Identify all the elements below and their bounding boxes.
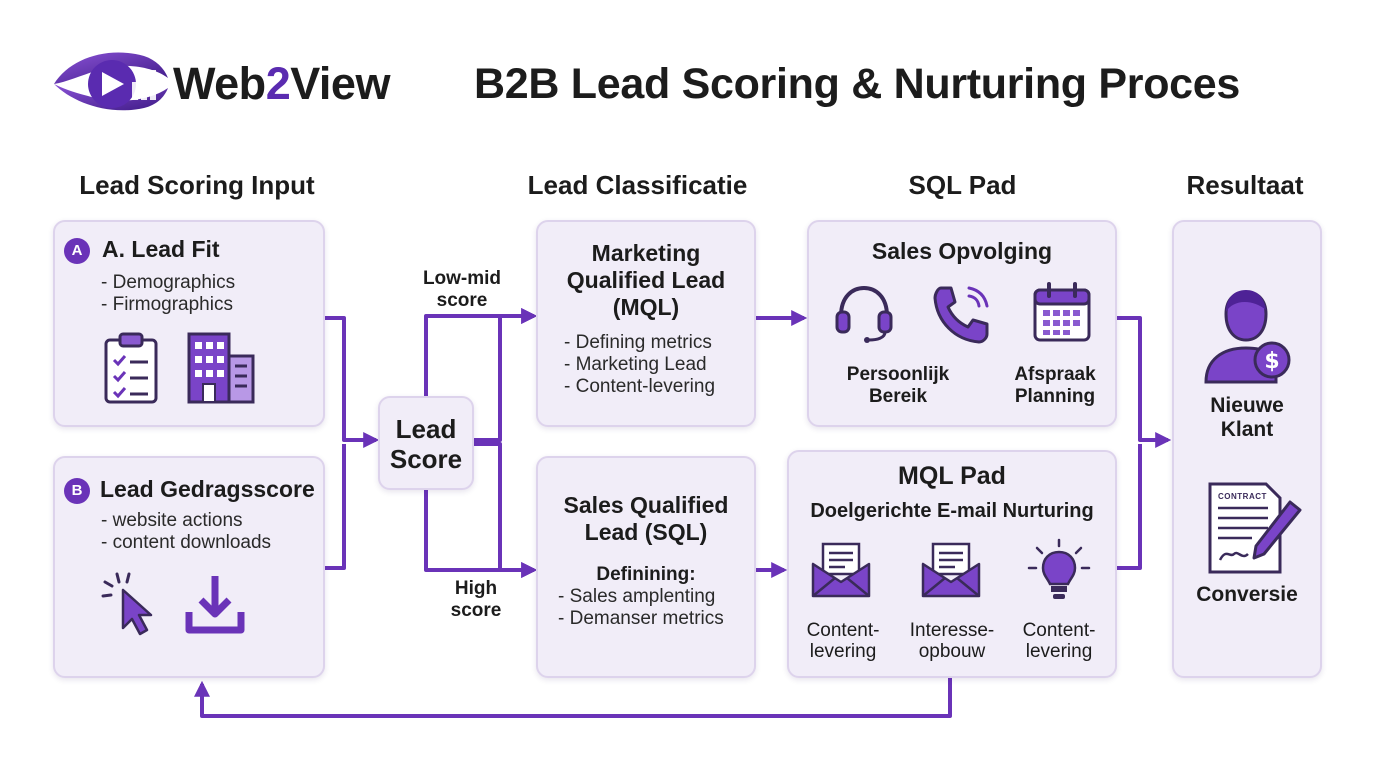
lead-behavior-item: - website actions [101,510,243,531]
connector-sales-to-result [1117,316,1172,448]
sales-followup-title: Sales Opvolging [871,238,1053,264]
lead-fit-item: - Demographics [101,272,236,293]
download-icon [185,576,245,634]
office-building-icon [187,332,255,404]
lead-fit-item: - Firmographics [101,294,233,315]
connector-fit-to-score [324,316,380,448]
page-title: B2B Lead Scoring & Nurturing Proces [474,60,1241,108]
contract-icon [1208,482,1302,574]
brand-name: Web2View [173,58,390,109]
mql-item: - Content-levering [564,376,716,397]
mouse-click-icon [101,572,153,636]
nurture-step-content-delivery: Content-levering [806,620,880,662]
headset-icon [835,285,893,343]
email-envelope-icon [811,542,871,598]
nurture-step-interest-building: Interesse-opbouw [909,620,995,662]
email-envelope-icon [921,542,981,598]
badge-b: B [64,478,90,504]
svg-text:$: $ [1264,349,1279,374]
lead-score-label-line2: Score [389,444,463,474]
lead-behavior-card: B Lead Gedragsscore - website actions - … [53,456,325,678]
lead-score-box: Lead Score [378,396,474,490]
mql-item: - Defining metrics [564,332,712,353]
badge-a: A [64,238,90,264]
sql-item: - Sales amplenting [558,586,716,607]
mql-path-title: MQL Pad [898,462,1006,490]
connector-score-to-sql [474,442,538,578]
clipboard-checklist-icon [104,332,158,404]
column-heading-classification: Lead Classificatie [527,170,748,200]
sql-subtitle: Definining: [596,564,696,585]
connector-score-to-mql [474,308,538,442]
mql-path-card: MQL Pad Doelgerichte E-mail Nurturing Co… [787,450,1117,678]
lead-behavior-item: - content downloads [101,532,272,553]
customer-avatar-icon: $ [1204,290,1291,384]
lead-score-label-line1: Lead [395,414,457,444]
lightbulb-icon [1027,538,1091,599]
sql-item: - Demanser metrics [558,608,724,629]
connector-behavior-to-score [324,444,346,570]
connector-nurturing-to-result [1117,444,1142,570]
lead-fit-title: A. Lead Fit [102,236,220,262]
lead-fit-card: A A. Lead Fit - Demographics - Firmograp… [53,220,325,427]
result-conversion: Conversie [1196,583,1298,606]
web2view-logo-icon [54,52,168,111]
nurture-step-content-delivery-2: Content-levering [1022,620,1096,662]
contract-label: CONTRACT [1218,492,1267,501]
calendar-icon [1033,282,1091,342]
column-heading-result: Resultaat [1186,170,1304,200]
phone-icon [933,286,989,344]
mql-path-subtitle: Doelgerichte E-mail Nurturing [810,500,1094,522]
column-heading-sql-path: SQL Pad [908,170,1017,200]
column-heading-input: Lead Scoring Input [79,170,315,200]
connector-feedback-loop [194,676,952,718]
lead-behavior-title: Lead Gedragsscore [100,476,315,502]
mql-item: - Marketing Lead [564,354,707,375]
